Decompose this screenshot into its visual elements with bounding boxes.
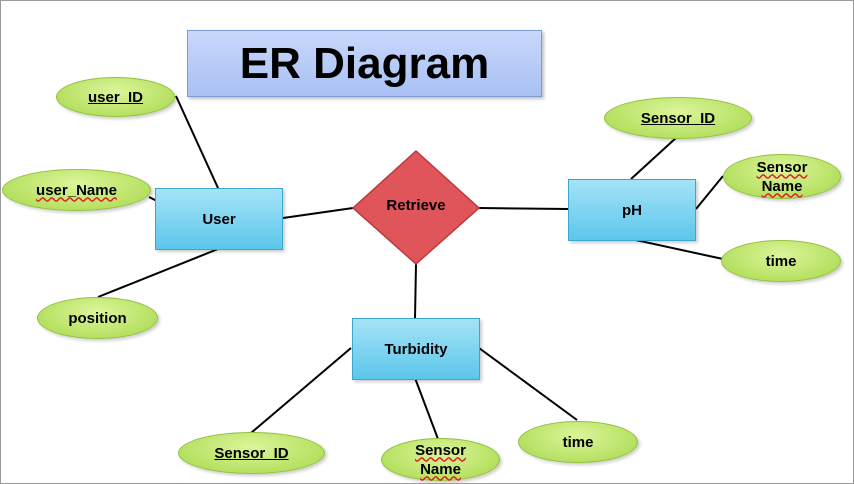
- link-turbidity-sensor-name: [414, 377, 439, 440]
- link-retrieve-ph: [478, 207, 569, 210]
- entity-ph: pH: [568, 179, 696, 241]
- link-user-position: [97, 248, 219, 298]
- attribute-ph-sensor-name-line2: Name: [761, 177, 803, 195]
- attribute-user-name: user_Name: [2, 169, 151, 211]
- entity-ph-label: pH: [622, 201, 642, 219]
- attribute-ph-sensor-id: Sensor_ID: [604, 97, 752, 139]
- attribute-turbidity-sensor-name-line2: Name: [420, 460, 461, 478]
- attribute-turbidity-time-label: time: [562, 433, 594, 451]
- attribute-user-name-label: user_Name: [36, 181, 117, 199]
- link-turbidity-time: [478, 347, 578, 421]
- attribute-ph-time-label: time: [765, 252, 797, 270]
- entity-user: User: [155, 188, 283, 250]
- link-retrieve-turbidity: [414, 263, 417, 319]
- attribute-position: position: [37, 297, 158, 339]
- link-ph-time: [630, 238, 724, 260]
- attribute-turbidity-sensor-name: Sensor Name: [381, 438, 500, 481]
- entity-user-label: User: [202, 210, 236, 228]
- attribute-ph-sensor-name-line1: Sensor: [756, 158, 808, 176]
- attribute-user-id: user_ID: [56, 77, 175, 117]
- link-user-retrieve: [282, 207, 354, 219]
- diagram-title: ER Diagram: [187, 30, 542, 97]
- attribute-position-label: position: [68, 309, 127, 327]
- attribute-turbidity-sensor-id: Sensor_ID: [178, 432, 325, 474]
- link-ph-sensor-id: [630, 136, 678, 180]
- attribute-ph-time: time: [721, 240, 841, 282]
- link-turbidity-sensor-id: [250, 347, 352, 434]
- entity-turbidity-label: Turbidity: [384, 340, 448, 358]
- relationship-diamond: [351, 149, 481, 266]
- link-ph-sensor-name: [695, 175, 724, 210]
- attribute-turbidity-time: time: [518, 421, 638, 463]
- entity-turbidity: Turbidity: [352, 318, 480, 380]
- attribute-ph-sensor-name-label: Sensor Name: [757, 158, 808, 196]
- attribute-user-id-label: user_ID: [87, 88, 144, 106]
- attribute-turbidity-sensor-name-line1: Sensor: [415, 441, 466, 459]
- link-user-user-id: [175, 95, 219, 189]
- attribute-turbidity-sensor-name-label: Sensor Name: [415, 441, 466, 479]
- attribute-ph-sensor-id-label: Sensor_ID: [640, 109, 716, 127]
- attribute-turbidity-sensor-id-label: Sensor_ID: [214, 444, 289, 462]
- relationship-label: Retrieve: [386, 197, 446, 214]
- attribute-ph-sensor-name: Sensor Name: [723, 154, 841, 199]
